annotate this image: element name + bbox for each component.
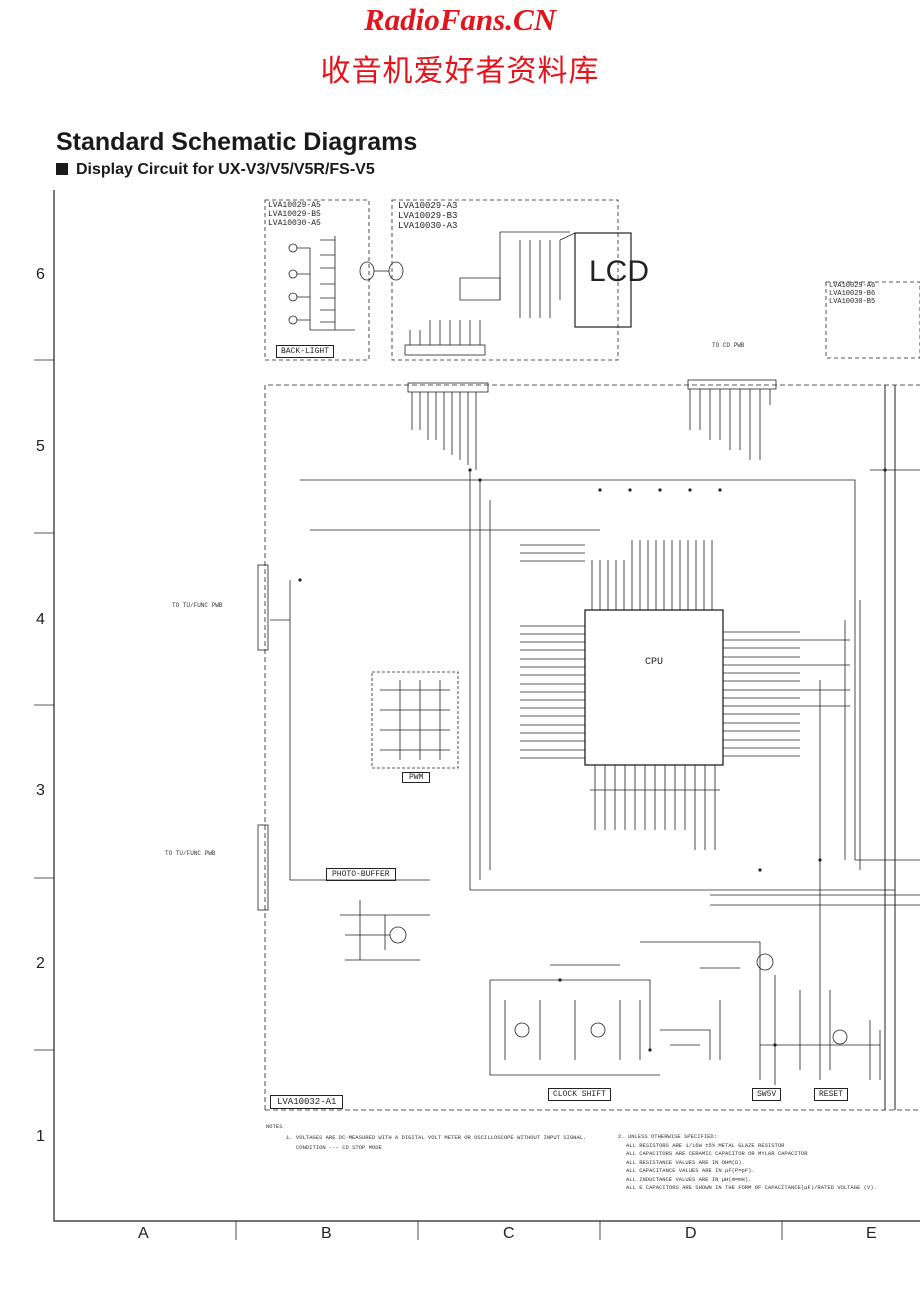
cpu-ic-body — [584, 609, 724, 766]
lcd-board-id-3: LVA10030-A3 — [398, 221, 458, 231]
backlight-board-id-2: LVA10029-B5 — [268, 210, 321, 219]
column-letter-c: C — [503, 1225, 515, 1242]
note-2f: ALL E CAPACITORS ARE SHOWN IN THE FORM O… — [626, 1184, 877, 1191]
watermark-chinese: 收音机爱好者资料库 — [320, 54, 600, 89]
backlight-board-id-3: LVA10030-A5 — [268, 219, 321, 228]
row-number-4: 4 — [36, 611, 45, 628]
backlight-board-ids: LVA10029-A5 LVA10029-B5 LVA10030-A5 — [268, 201, 321, 228]
page-title: Standard Schematic Diagrams — [56, 128, 418, 156]
right-board-id-3: LVA10030-B5 — [829, 298, 876, 306]
sw5v-reset-circuit — [640, 894, 920, 1085]
row-number-3: 3 — [36, 782, 45, 799]
right-board-id-1: LVA10029-A6 — [829, 282, 876, 290]
note-1: 1. VOLTAGES ARE DC-MEASURED WITH A DIGIT… — [286, 1134, 587, 1141]
cpu-bottom-pins — [590, 765, 720, 850]
column-letter-b: B — [321, 1225, 332, 1242]
photo-buffer-label: PHOTO-BUFFER — [326, 868, 396, 881]
column-letter-e: E — [866, 1225, 877, 1242]
note-2d: ALL CAPACITANCE VALUES ARE IN μF(P=pF). — [626, 1167, 755, 1174]
to-cd-pwb-label: TO CD PWB — [712, 342, 745, 349]
sw5v-label: SW5V — [752, 1088, 782, 1101]
watermark-site: RadioFans.CN — [363, 2, 557, 37]
backlight-label: BACK-LIGHT — [276, 345, 335, 358]
row-number-5: 5 — [36, 438, 45, 455]
connector-ovals — [359, 261, 404, 281]
clock-shift-label: CLOCK SHIFT — [548, 1088, 611, 1101]
cpu-right-pins — [723, 631, 850, 757]
cpu-label: CPU — [645, 657, 664, 668]
main-board-outline — [264, 384, 920, 1110]
lcd-board-outline — [391, 199, 619, 361]
column-letter-d: D — [685, 1225, 697, 1242]
lcd-board-ids: LVA10029-A3 LVA10029-B3 LVA10030-A3 — [398, 201, 457, 231]
notes-block-2: 2. UNLESS OTHERWISE SPECIFIED: ALL RESIS… — [618, 1133, 877, 1193]
bus-lines — [270, 385, 920, 1110]
to-tu-func-pwb-label-1: TO TU/FUNC PWB — [172, 602, 223, 609]
right-board-id-2: LVA10029-B6 — [829, 290, 876, 298]
lcd-board-id-1: LVA10029-A3 — [398, 201, 458, 211]
backlight-board-id-1: LVA10029-A5 — [268, 201, 321, 210]
right-board-ids: LVA10029-A6 LVA10029-B6 LVA10030-B5 — [829, 282, 875, 306]
connector-headers — [257, 379, 777, 911]
right-board-outline — [825, 281, 920, 359]
square-bullet-icon — [56, 163, 68, 175]
lcd-panel — [574, 232, 632, 328]
lcd-label: LCD — [589, 255, 650, 288]
notes-heading: NOTES — [266, 1123, 283, 1130]
note-2c: ALL RESISTANCE VALUES ARE IN OHM(Ω). — [626, 1158, 745, 1166]
backlight-leds — [288, 236, 355, 331]
cpu-left-pins — [520, 625, 585, 759]
subtitle-text: Display Circuit for UX-V3/V5/V5R/FS-V5 — [76, 161, 375, 178]
pwm-components — [380, 680, 450, 760]
lcd-board-wiring — [404, 231, 570, 356]
row-number-6: 6 — [36, 266, 45, 283]
frame-border — [53, 190, 920, 1222]
clock-shift-circuit — [489, 964, 711, 1076]
lcd-board-id-2: LVA10029-B3 — [398, 211, 458, 221]
note-1-condition: CONDITION --- CD STOP MODE — [296, 1144, 382, 1151]
junction-dots — [298, 468, 887, 1052]
pwm-block-outline — [371, 671, 459, 769]
reset-label: RESET — [814, 1088, 849, 1101]
column-ticks — [235, 1221, 783, 1240]
main-board-id: LVA10032-A1 — [270, 1095, 344, 1109]
note-2e: ALL INDUCTANCE VALUES ARE IN μH(m=mH). — [626, 1175, 752, 1183]
note-2a: ALL RESISTORS ARE 1/16W ±5% METAL GLAZE … — [626, 1141, 785, 1149]
note-2: 2. UNLESS OTHERWISE SPECIFIED: — [618, 1133, 718, 1140]
cpu-top-pins — [520, 540, 713, 610]
to-tu-func-pwb-label-2: TO TU/FUNC PWB — [165, 850, 216, 857]
page-subtitle: Display Circuit for UX-V3/V5/V5R/FS-V5 — [56, 161, 375, 179]
row-number-1: 1 — [36, 1128, 45, 1145]
column-letter-a: A — [138, 1225, 149, 1242]
pwm-label: PWM — [402, 772, 431, 783]
photo-buffer-circuit — [340, 900, 430, 961]
row-ticks — [34, 359, 54, 1051]
note-2b: ALL CAPACITORS ARE CERAMIC CAPACITOR OR … — [626, 1150, 808, 1157]
row-number-2: 2 — [36, 955, 45, 972]
